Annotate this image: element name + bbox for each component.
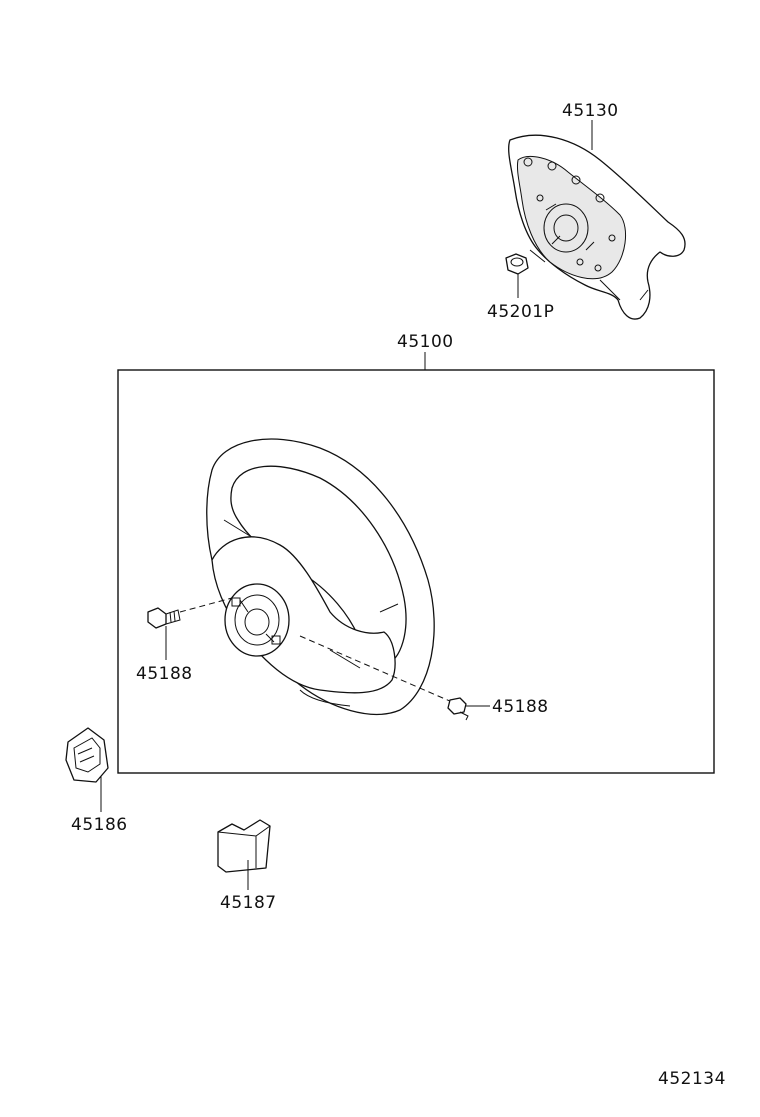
- bolt-right[interactable]: [447, 697, 469, 721]
- cover-left[interactable]: [65, 727, 109, 783]
- axis-line-right: [299, 635, 453, 703]
- cover-lower[interactable]: [217, 819, 271, 873]
- nut-part[interactable]: [505, 253, 529, 275]
- label-45188-right[interactable]: 45188: [492, 697, 549, 717]
- steering-wheel[interactable]: [206, 438, 435, 716]
- bolt-left[interactable]: [147, 607, 181, 629]
- label-45187[interactable]: 45187: [220, 893, 277, 913]
- wheel-assy-box: [117, 369, 715, 774]
- airbag-pad[interactable]: [508, 134, 686, 320]
- label-45188-left[interactable]: 45188: [136, 664, 193, 684]
- axis-line-left: [179, 597, 233, 613]
- label-45100[interactable]: 45100: [397, 332, 454, 352]
- label-45130[interactable]: 45130: [562, 101, 619, 121]
- diagram-code: 452134: [658, 1069, 726, 1089]
- label-45186[interactable]: 45186: [71, 815, 128, 835]
- label-45201P[interactable]: 45201P: [487, 302, 554, 322]
